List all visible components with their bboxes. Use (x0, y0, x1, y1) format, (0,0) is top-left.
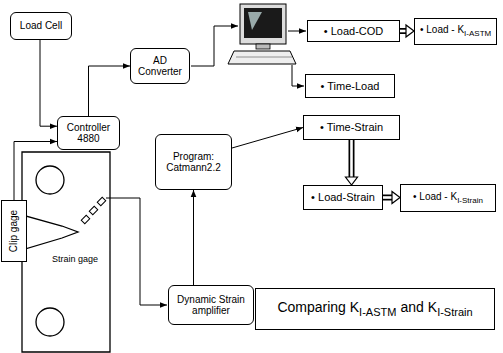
result-box: • Load - KI-Strain (400, 184, 496, 212)
double-arrow (346, 140, 358, 185)
box-text: • Load-Strain (311, 191, 375, 203)
text-group: Comparing KI-ASTM and KI-Strain (277, 299, 472, 318)
text-group: • Time-Load (321, 80, 380, 93)
part-label: Strain gage (52, 254, 98, 264)
text-group: Clip gage (8, 210, 20, 252)
connector-line (40, 40, 57, 126)
connector-arrow (14, 142, 57, 201)
arrow-shaft-inner (400, 30, 406, 33)
text-group: • Load-COD (324, 25, 384, 38)
result-box: • Load - KI-ASTM (414, 18, 497, 45)
subscript-text: I-Strain (457, 196, 483, 205)
pin-hole (36, 308, 64, 336)
text-group: AD Converter (138, 55, 182, 78)
box-text: • Load - K (413, 191, 457, 202)
text-group: Dynamic Strain amplifier (174, 294, 248, 317)
box-text: Controller 4880 (67, 122, 110, 145)
arrow-shaft (383, 195, 392, 201)
connector-arrow (232, 128, 303, 149)
result-box: • Load-Strain (303, 185, 383, 210)
subscript-text: I-Strain (437, 306, 472, 318)
box-text: Comparing K (277, 299, 359, 315)
connector-line (193, 190, 194, 285)
subscript-text: I-ASTM (464, 29, 491, 38)
strain-gage-symbol (81, 197, 105, 223)
box-text: • Time-Load (321, 80, 380, 92)
text-group: Controller 4880 (67, 122, 110, 145)
arrow-shaft (349, 140, 355, 177)
arrow-head (406, 25, 414, 37)
connector-line (89, 66, 131, 116)
arrow-shaft-inner (350, 140, 353, 177)
sensor-box: Load Cell (10, 12, 72, 40)
text-group: Program: Catmann2.2 (166, 151, 220, 174)
comparison-box: Comparing KI-ASTM and KI-Strain (255, 288, 495, 330)
box-text: Dynamic Strain amplifier (177, 294, 245, 317)
amplifier-box: Dynamic Strain amplifier (168, 285, 254, 325)
data-arrow (292, 65, 304, 86)
text-group: • Time-Strain (320, 121, 383, 134)
connector-arrow (40, 40, 57, 126)
clip-gage-box: Clip gage (1, 200, 27, 262)
connector-line (14, 142, 57, 201)
result-box: • Time-Strain (303, 115, 400, 140)
text-group: • Load - KI-ASTM (420, 24, 491, 38)
connector-arrow (193, 190, 194, 285)
controller-box: Controller 4880 (57, 116, 120, 150)
box-text: Clip gage (8, 210, 19, 252)
arrow-shaft-inner (383, 196, 392, 199)
text-group: • Load-Strain (311, 191, 375, 204)
box-text: Load Cell (20, 20, 62, 31)
box-text: and K (401, 299, 438, 315)
connector-arrow (89, 66, 131, 116)
specimen-outline (22, 152, 110, 352)
result-box: • Load-COD (307, 20, 400, 42)
text-group: Load Cell (20, 20, 62, 32)
box-text: • Time-Strain (320, 121, 383, 133)
text-group: • Load - KI-Strain (413, 191, 483, 205)
arrow-head (346, 177, 358, 185)
double-arrow (383, 192, 400, 204)
connector-line (232, 128, 303, 149)
box-text: • Load - K (420, 24, 464, 35)
box-text: • Load-COD (324, 25, 384, 37)
double-arrow (400, 25, 414, 37)
box-text: Program: Catmann2.2 (166, 151, 220, 174)
arrow-head (392, 192, 400, 204)
data-arrow (191, 26, 238, 66)
signal-wire (106, 198, 167, 305)
arrow-shaft (400, 28, 406, 34)
result-box: • Time-Load (305, 74, 395, 98)
subscript-text: I-ASTM (359, 306, 396, 318)
computer-icon (228, 4, 296, 64)
box-text: AD Converter (138, 55, 182, 78)
program-box: Program: Catmann2.2 (155, 134, 232, 190)
converter-box: AD Converter (130, 48, 190, 84)
data-arrow (288, 31, 306, 32)
pin-hole (36, 166, 64, 194)
